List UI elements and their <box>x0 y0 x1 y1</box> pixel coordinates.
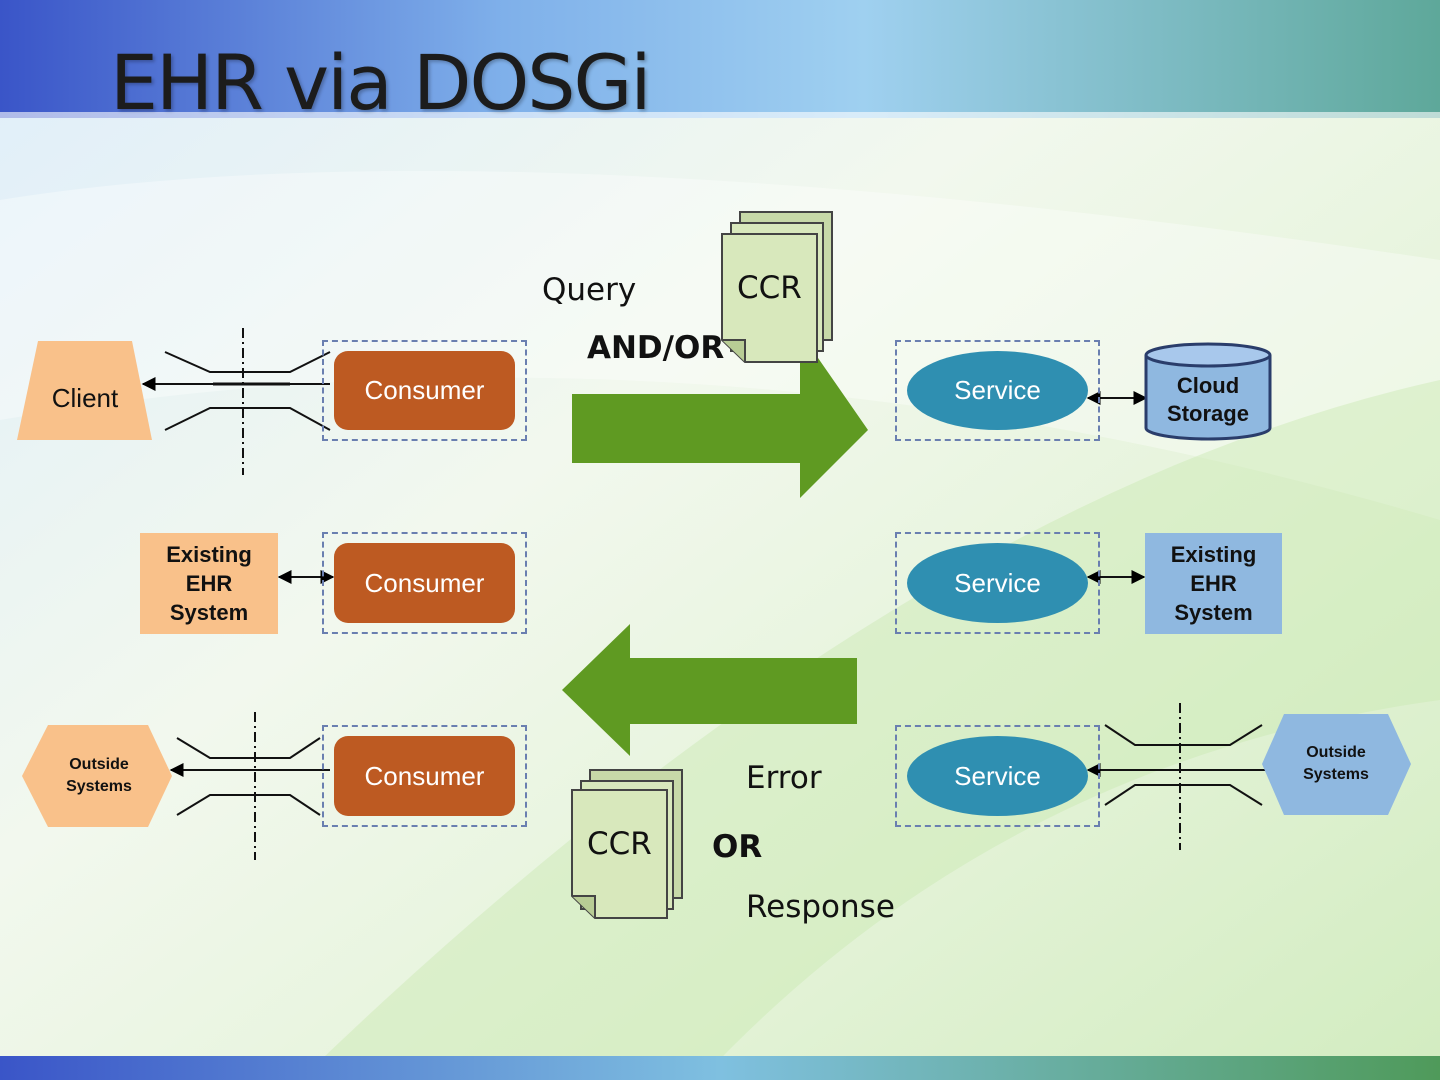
error-label: Error <box>746 760 822 796</box>
service-bundle-1 <box>895 340 1100 441</box>
consumer-node-2: Consumer <box>334 543 515 623</box>
slide-title: EHR via DOSGi <box>110 38 652 127</box>
outside-systems-left-label: Outside Systems <box>66 756 132 795</box>
existing-ehr-system-right: Existing EHR System <box>1145 533 1282 634</box>
service-bundle-2 <box>895 532 1100 634</box>
outside-systems-right-label: Outside Systems <box>1303 744 1369 783</box>
service-node-1: Service <box>907 351 1088 430</box>
client-trapezoid <box>17 341 152 440</box>
or-label: OR <box>712 829 763 865</box>
client-label: Client <box>51 382 119 413</box>
ccr-document-stack-top <box>721 211 833 363</box>
ccr-top-label: CCR <box>737 270 802 306</box>
and-or-label: AND/OR <box>587 330 725 366</box>
network-connector-row1 <box>141 328 331 475</box>
consumer-bundle-2 <box>322 532 527 634</box>
outside-systems-left-hexagon <box>22 725 172 827</box>
response-arrow-left <box>562 624 857 756</box>
cloud-storage-cylinder <box>1144 342 1272 441</box>
service-node-3: Service <box>907 736 1088 816</box>
consumer-node-1: Consumer <box>334 351 515 430</box>
ccr-document-stack-bottom <box>571 769 683 919</box>
consumer-bundle-3 <box>322 725 527 827</box>
query-arrow-right <box>572 332 868 498</box>
consumer-node-3: Consumer <box>334 736 515 816</box>
response-label: Response <box>746 889 895 925</box>
service-bundle-3 <box>895 725 1100 827</box>
ccr-bottom-label: CCR <box>587 826 652 862</box>
outside-systems-right-hexagon <box>1262 714 1411 815</box>
existing-ehr-system-left: Existing EHR System <box>140 533 278 634</box>
service-node-2: Service <box>907 543 1088 623</box>
network-connector-row3-right <box>1086 703 1268 850</box>
consumer-bundle-1 <box>322 340 527 441</box>
network-connector-row3-left <box>169 712 330 860</box>
cloud-storage-label: Cloud Storage <box>1167 373 1249 426</box>
query-label: Query <box>542 272 637 308</box>
